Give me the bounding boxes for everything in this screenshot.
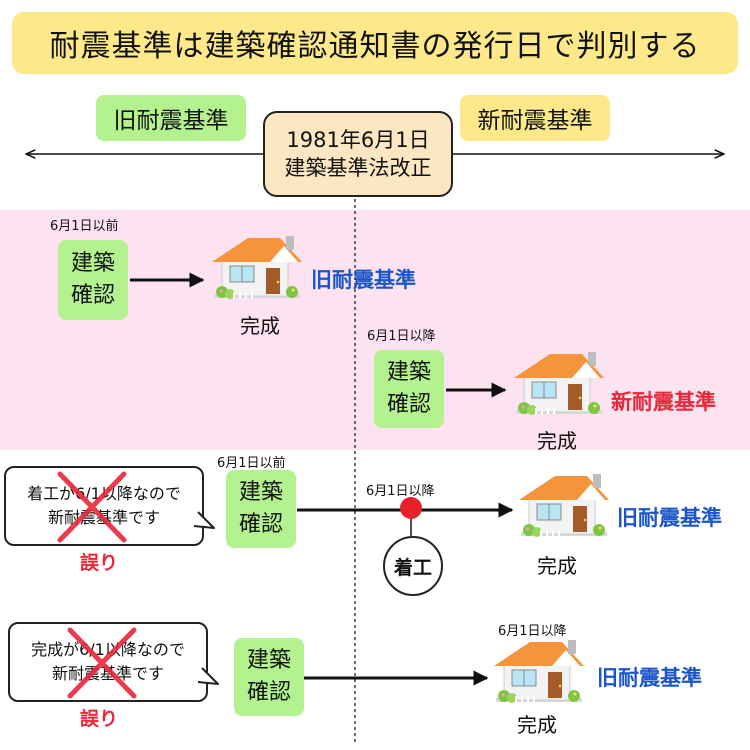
- revision-date: 1981年6月1日: [286, 127, 430, 152]
- page-title: 耐震基準は建築確認通知書の発行日で判別する: [12, 12, 738, 74]
- s4-wrong-label: 誤り: [80, 708, 119, 730]
- s2-result-label: 新耐震基準: [611, 390, 716, 414]
- s3-speech-bubble: 着工が6/1以降なので 新耐震基準です: [4, 466, 204, 546]
- s2-completion-label: 完成: [537, 429, 577, 453]
- s4-bubble-line1: 完成が6/1以降なので: [31, 640, 185, 659]
- s3-box-line2: 確認: [238, 512, 283, 537]
- construction-start-label: 着工: [383, 536, 443, 596]
- s1-box-line1: 建築: [70, 251, 115, 277]
- revision-description: 建築基準法改正: [284, 156, 432, 180]
- s4-box-line2: 確認: [246, 680, 291, 705]
- s3-bubble-tail: [193, 511, 215, 529]
- s2-box-line2: 確認: [386, 392, 431, 417]
- old-standard-label: 旧耐震基準: [96, 95, 246, 141]
- s1-result-label: 旧耐震基準: [311, 268, 416, 292]
- law-revision-date-box: 1981年6月1日 建築基準法改正: [263, 111, 453, 197]
- s3-event-date-label: 6月1日以降: [366, 484, 435, 499]
- s2-building-confirmation-box: 建築 確認: [374, 350, 444, 428]
- s1-building-confirmation-box: 建築 確認: [58, 240, 128, 320]
- s3-date-label: 6月1日以前: [217, 456, 286, 471]
- s2-box-line1: 建築: [386, 360, 431, 386]
- construction-start-dot: [400, 497, 422, 519]
- s4-box-line1: 建築: [246, 648, 291, 674]
- s1-date-label: 6月1日以前: [50, 219, 119, 234]
- s3-house-icon: [515, 470, 613, 544]
- s3-building-confirmation-box: 建築 確認: [226, 470, 296, 548]
- s2-date-label: 6月1日以降: [367, 329, 436, 344]
- s1-completion-label: 完成: [240, 314, 280, 338]
- s3-wrong-label: 誤り: [80, 552, 119, 574]
- s4-cross-mark-icon: [67, 627, 137, 699]
- s4-bubble-tail: [197, 667, 219, 685]
- s4-completion-label: 完成: [517, 713, 557, 737]
- s3-result-label: 旧耐震基準: [617, 506, 722, 530]
- s4-building-confirmation-box: 建築 確認: [234, 638, 304, 716]
- s3-completion-label: 完成: [537, 554, 577, 578]
- s4-completion-date-label: 6月1日以降: [498, 624, 567, 639]
- new-standard-label: 新耐震基準: [460, 95, 610, 141]
- s3-box-line1: 建築: [238, 480, 283, 506]
- s1-house-icon: [208, 232, 306, 306]
- s4-house-icon: [490, 636, 588, 710]
- s4-speech-bubble: 完成が6/1以降なので 新耐震基準です: [8, 622, 208, 702]
- s4-bubble-line2: 新耐震基準です: [51, 664, 164, 683]
- s4-result-label: 旧耐震基準: [597, 666, 702, 690]
- s3-cross-mark-icon: [57, 471, 127, 543]
- s2-house-icon: [510, 348, 608, 422]
- s1-box-line2: 確認: [70, 283, 115, 308]
